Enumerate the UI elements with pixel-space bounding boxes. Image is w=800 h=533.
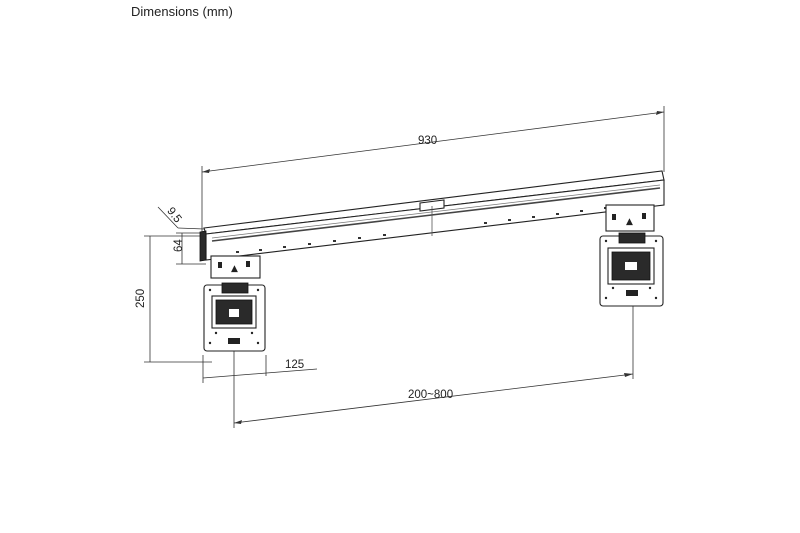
up-arrow-icon: ▲ (626, 217, 633, 227)
bracket-height-dimension: 250 (135, 235, 212, 363)
depth-dimension: 9.5 (157, 205, 205, 230)
rail-height-label: 64 (173, 239, 185, 252)
depth-label: 9.5 (164, 205, 183, 225)
width-dimension: 930 (201, 106, 665, 232)
rail-slots (236, 207, 607, 253)
up-arrow-icon: ▲ (231, 264, 238, 274)
spacing-dimension: 200~800 (233, 298, 634, 428)
width-label: 930 (418, 135, 437, 147)
spacing-label: 200~800 (408, 389, 453, 401)
right-bracket: ▲ (599, 204, 664, 307)
bracket-width-label: 125 (285, 359, 304, 371)
bracket-height-label: 250 (135, 289, 147, 308)
wall-rail (199, 170, 665, 262)
rail-height-dimension: 64 (173, 232, 206, 265)
bracket-width-dimension: 125 (202, 355, 318, 383)
page-title: Dimensions (mm) (131, 4, 233, 19)
left-bracket: ▲ (203, 255, 266, 352)
